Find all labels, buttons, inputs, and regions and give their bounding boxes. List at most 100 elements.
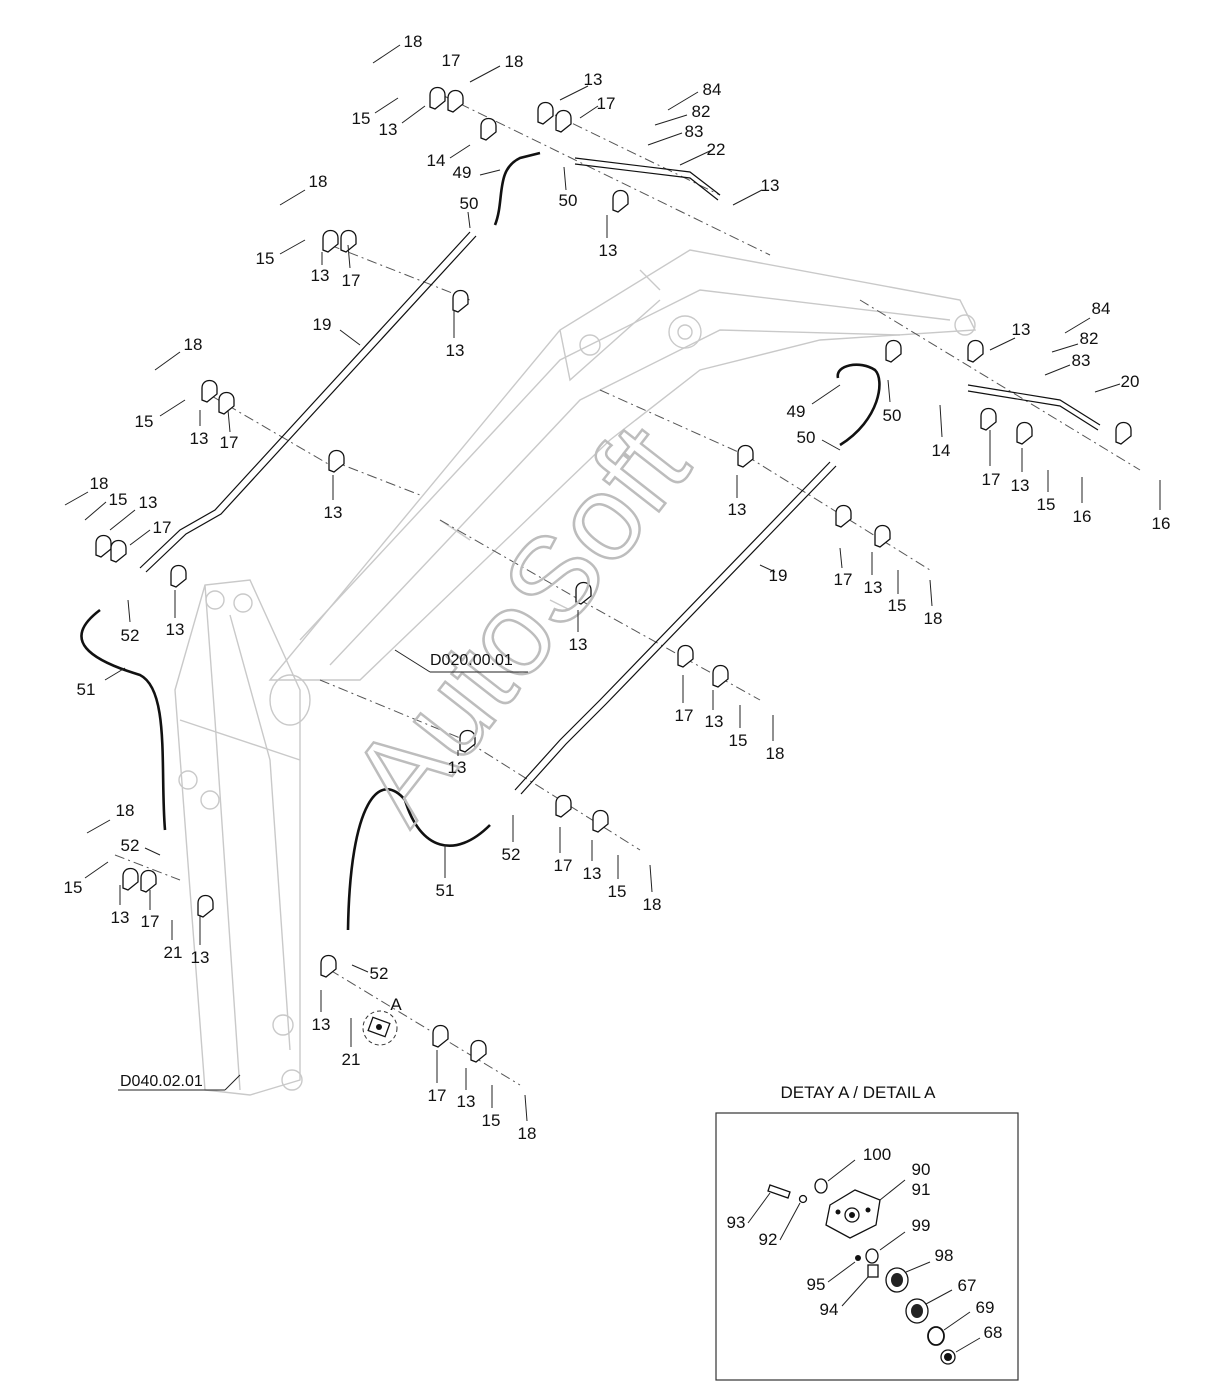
detail-a-marker xyxy=(362,1010,398,1046)
part-label-15: 15 xyxy=(109,490,128,509)
part-label-13: 13 xyxy=(599,241,618,260)
part-label-19: 19 xyxy=(313,315,332,334)
part-label-50: 50 xyxy=(883,406,902,425)
clamp-part xyxy=(575,581,592,605)
part-label-15: 15 xyxy=(888,596,907,615)
clamp-part xyxy=(447,89,464,113)
detail-parts xyxy=(767,1178,956,1365)
part-label-17: 17 xyxy=(141,912,160,931)
part-label-51: 51 xyxy=(436,881,455,900)
part-label-13: 13 xyxy=(324,503,343,522)
clamp-part xyxy=(980,407,997,431)
clamp-part xyxy=(737,444,754,468)
hose-lines xyxy=(80,151,1101,931)
clamp-part xyxy=(677,644,694,668)
clamp-part xyxy=(712,664,729,688)
part-label-13: 13 xyxy=(312,1015,331,1034)
part-label-13: 13 xyxy=(1011,476,1030,495)
part-label-13: 13 xyxy=(583,864,602,883)
clamp-part xyxy=(555,109,572,133)
part-label-83: 83 xyxy=(685,122,704,141)
clamp-part xyxy=(170,564,187,588)
part-label-15: 15 xyxy=(64,878,83,897)
part-label-13: 13 xyxy=(111,908,130,927)
clamp-part xyxy=(459,729,476,753)
boom-outline xyxy=(174,579,303,1096)
part-label-15: 15 xyxy=(1037,495,1056,514)
part-label-15: 15 xyxy=(135,412,154,431)
watermark: AutoSoft xyxy=(325,401,714,846)
detail-title: DETAY A / DETAIL A xyxy=(781,1083,937,1102)
part-label-17: 17 xyxy=(442,51,461,70)
part-label-21: 21 xyxy=(164,943,183,962)
clamp-part xyxy=(322,229,339,253)
detail-a-marker-part xyxy=(367,1016,391,1038)
clamp-part xyxy=(110,539,127,563)
part-label-17: 17 xyxy=(982,470,1001,489)
detail-frame xyxy=(715,1112,1019,1381)
clamp-part xyxy=(201,379,218,403)
part-label-17: 17 xyxy=(554,856,573,875)
part-label-20: 20 xyxy=(1121,372,1140,391)
part-label-52: 52 xyxy=(502,845,521,864)
clamp-part xyxy=(885,339,902,363)
part-label-18: 18 xyxy=(116,801,135,820)
part-label-50: 50 xyxy=(797,428,816,447)
part-label-13: 13 xyxy=(139,493,158,512)
detail-part-label-95: 95 xyxy=(807,1275,826,1294)
detail-part-label-90: 90 xyxy=(912,1160,931,1179)
clamp-part xyxy=(612,189,629,213)
detail-part-label-99: 99 xyxy=(912,1216,931,1235)
detail-part-label-93: 93 xyxy=(727,1213,746,1232)
part-label-83: 83 xyxy=(1072,351,1091,370)
part-label-15: 15 xyxy=(482,1111,501,1130)
part-label-18: 18 xyxy=(505,52,524,71)
clamp-part xyxy=(537,101,554,125)
part-label-52: 52 xyxy=(121,626,140,645)
part-label-13: 13 xyxy=(190,429,209,448)
part-label-18: 18 xyxy=(518,1124,537,1143)
part-label-13: 13 xyxy=(446,341,465,360)
detail-part-label-68: 68 xyxy=(984,1323,1003,1342)
clamp-parts xyxy=(95,86,1132,1063)
part-label-17: 17 xyxy=(342,271,361,290)
part-label-15: 15 xyxy=(729,731,748,750)
part-label-15: 15 xyxy=(608,882,627,901)
clamp-part xyxy=(218,391,235,415)
detail-leaders xyxy=(747,1159,981,1353)
part-label-50: 50 xyxy=(559,191,578,210)
part-label-15: 15 xyxy=(256,249,275,268)
part-label-52: 52 xyxy=(121,836,140,855)
clamp-part xyxy=(328,449,345,473)
part-label-17: 17 xyxy=(220,433,239,452)
part-label-84: 84 xyxy=(1092,299,1111,318)
part-label-15: 15 xyxy=(352,109,371,128)
arm-reference-label: D020.00.01 xyxy=(430,652,513,669)
part-label-18: 18 xyxy=(766,744,785,763)
part-label-13: 13 xyxy=(864,578,883,597)
clamp-part xyxy=(1016,421,1033,445)
clamp-part xyxy=(340,229,357,253)
clamp-part xyxy=(320,954,337,978)
part-label-13: 13 xyxy=(584,70,603,89)
part-label-49: 49 xyxy=(787,402,806,421)
clamp-part xyxy=(95,534,112,558)
part-label-13: 13 xyxy=(569,635,588,654)
part-label-13: 13 xyxy=(448,758,467,777)
clamp-part xyxy=(432,1024,449,1048)
clamp-part xyxy=(1115,421,1132,445)
clamp-part xyxy=(470,1039,487,1063)
detail-part-label-91: 91 xyxy=(912,1180,931,1199)
part-label-17: 17 xyxy=(153,518,172,537)
part-label-18: 18 xyxy=(924,609,943,628)
part-label-13: 13 xyxy=(705,712,724,731)
detail-part-label-92: 92 xyxy=(759,1230,778,1249)
clamp-part xyxy=(197,894,214,918)
part-label-13: 13 xyxy=(166,620,185,639)
clamp-part xyxy=(429,86,446,110)
part-label-18: 18 xyxy=(309,172,328,191)
